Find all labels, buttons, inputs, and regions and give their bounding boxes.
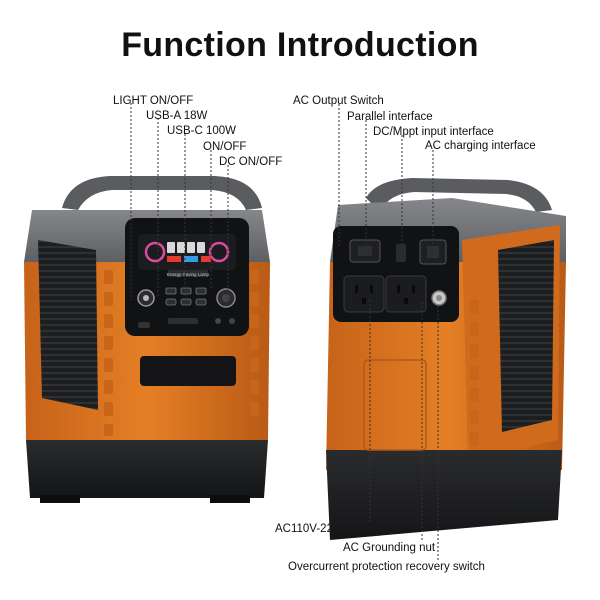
leader-lines [130,103,439,560]
label-parallel-interface: Parallel interface [347,111,433,123]
label-ac-output-switch: AC Output Switch [293,95,384,107]
label-ac-grounding-nut: AC Grounding nut [343,542,436,554]
page-title: Function Introduction [121,26,479,64]
label-ac-charging: AC charging interface [425,140,536,152]
front-handle [62,176,262,210]
label-onoff: ON/OFF [203,141,247,153]
dc-ports [168,318,198,324]
lamp-text: Energy-Saving Lamp [167,272,210,277]
front-window [140,356,236,386]
label-light-onoff: LIGHT ON/OFF [113,95,194,107]
label-usb-c: USB-C 100W [167,125,237,137]
front-unit: Energy-Saving Lamp [24,176,270,503]
label-dc-onoff: DC ON/OFF [219,156,283,168]
back-unit [326,178,566,540]
front-base [26,440,268,498]
label-usb-a: USB-A 18W [146,110,208,122]
front-side-grille [38,240,98,410]
label-dc-mppt-input: DC/Mppt input interface [373,126,494,138]
label-overcurrent-switch: Overcurrent protection recovery switch [288,561,485,573]
